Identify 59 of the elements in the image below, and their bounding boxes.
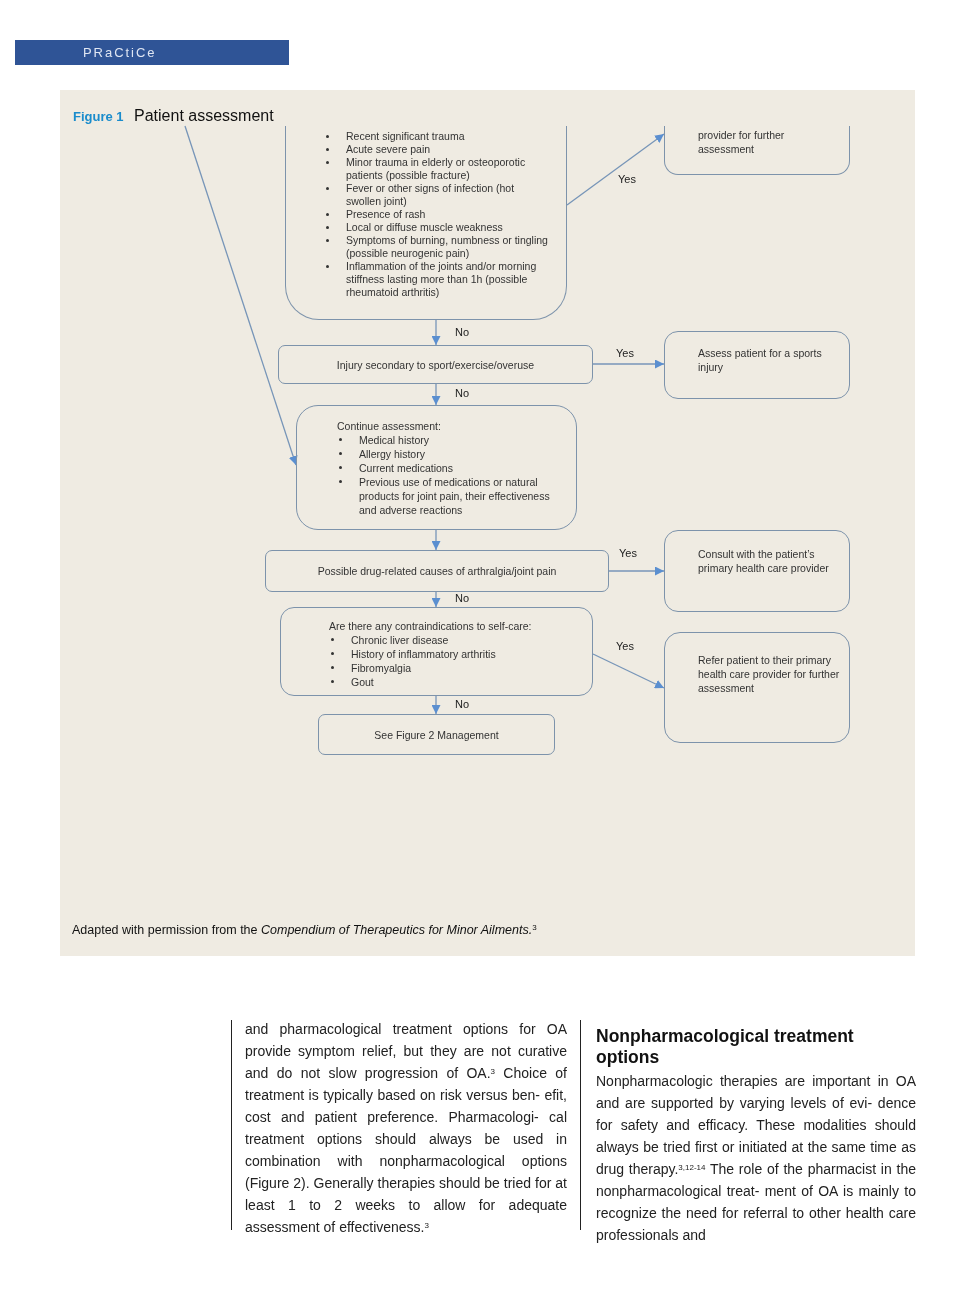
edge-label: Yes xyxy=(618,173,636,185)
arrow xyxy=(184,125,298,466)
outcome-box xyxy=(664,530,850,612)
list-item: Local or diffuse muscle weakness xyxy=(346,221,503,234)
edge-label: Yes xyxy=(616,640,634,652)
box-text: Are there any contraindications to self-care: xyxy=(329,619,533,633)
body-paragraph: Nonpharmacologic therapies are important in OA and are supported by varying levels of evi- dence for safety and efficacy. These modalities should always be tried first or initiated at the same time as drug therapy.$^{3,12-14}$ The role of the pharmacist in the nonpharmacological treat- ment of OA is mainly to recognize the need for referral to other health care professionals and xyxy=(596,1072,916,1245)
edge-label: Yes xyxy=(616,347,634,359)
list-item: Inflammation of the joints and/or morning stiffness lasting more than 1h (possible rheumatoid arthritis) xyxy=(346,260,538,299)
criteria-box xyxy=(285,126,567,320)
arrow xyxy=(566,133,665,206)
arrow xyxy=(592,653,665,689)
list-item: Minor trauma in elderly or osteoporotic patients (possible fracture) xyxy=(346,156,527,182)
list-item: Symptoms of burning, numbness or tingling (possible neurogenic pain) xyxy=(346,234,549,260)
decision-box xyxy=(280,607,593,696)
box-text: Consult with the patient’s primary health care provider xyxy=(698,547,830,575)
process-box xyxy=(265,550,609,592)
outcome-box xyxy=(664,126,850,175)
figure-title: Figure 1 Patient assessment xyxy=(73,106,274,126)
section-label: PRaCtiCe xyxy=(83,45,157,60)
box-text: Continue assessment: xyxy=(337,419,442,433)
arrow xyxy=(608,566,665,576)
list-item: Medical history xyxy=(359,433,430,447)
list-item: Fibromyalgia xyxy=(351,661,412,675)
list-item: Acute severe pain xyxy=(346,143,431,156)
list-item: History of inflammatory arthritis xyxy=(351,647,496,661)
box-text: Possible drug-related causes of arthralgia/joint pain xyxy=(317,564,557,578)
body-paragraph: and pharmacological treatment options for OA provide symptom relief, but they are not curative and do not slow progression of OA.$^{3}$ Choice of treatment is typically based on risk versus ben- efit, cost and patient preference. Pharmacologi- cal treatment options should always be used in combination with nonpharmacological options (Figure 2). Generally therapies should be tried for at least 1 to 2 weeks to allow for adequate assessment of effectiveness.$^{3}$ xyxy=(245,1020,567,1237)
list-item: Current medications xyxy=(359,461,453,475)
list-item: Previous use of medications or natural products for joint pain, their effectiveness and adverse reactions xyxy=(359,475,551,517)
edge-label: No xyxy=(455,592,470,604)
box-text: Assess patient for a sports injury xyxy=(698,346,823,374)
box-text: Refer patient to their primary health care provider for further assessment xyxy=(698,653,841,695)
arrow xyxy=(431,591,441,608)
process-box xyxy=(318,714,555,755)
list-item: Fever or other signs of infection (hot swollen joint) xyxy=(346,182,516,208)
section-heading: Nonpharmacological treatment options xyxy=(596,1026,855,1068)
box-text: See Figure 2 Management xyxy=(374,727,499,742)
outcome-box xyxy=(664,331,850,399)
list-item: Allergy history xyxy=(359,447,425,461)
edge-label: No xyxy=(455,698,470,710)
edge-label: Yes xyxy=(619,547,637,559)
process-box xyxy=(296,405,577,530)
figure-caption: Adapted with permission from the Compendium of Therapeutics for Minor Ailments.$^{3}$ xyxy=(72,922,537,938)
edge-label: No xyxy=(455,387,470,399)
outcome-box xyxy=(664,632,850,743)
process-box xyxy=(278,345,593,384)
arrow xyxy=(592,359,665,369)
arrow xyxy=(431,319,441,346)
list-item: Chronic liver disease xyxy=(351,633,449,647)
box-text: Injury secondary to sport/exercise/overuse xyxy=(336,357,535,372)
arrow xyxy=(431,695,441,715)
arrow xyxy=(431,529,441,551)
edge-label: No xyxy=(455,326,470,338)
list-item: Presence of rash xyxy=(346,208,426,221)
list-item: Recent significant trauma xyxy=(346,130,465,143)
arrow xyxy=(431,383,441,406)
box-text: provider for further assessment xyxy=(698,128,786,156)
list-item: Gout xyxy=(351,675,374,689)
